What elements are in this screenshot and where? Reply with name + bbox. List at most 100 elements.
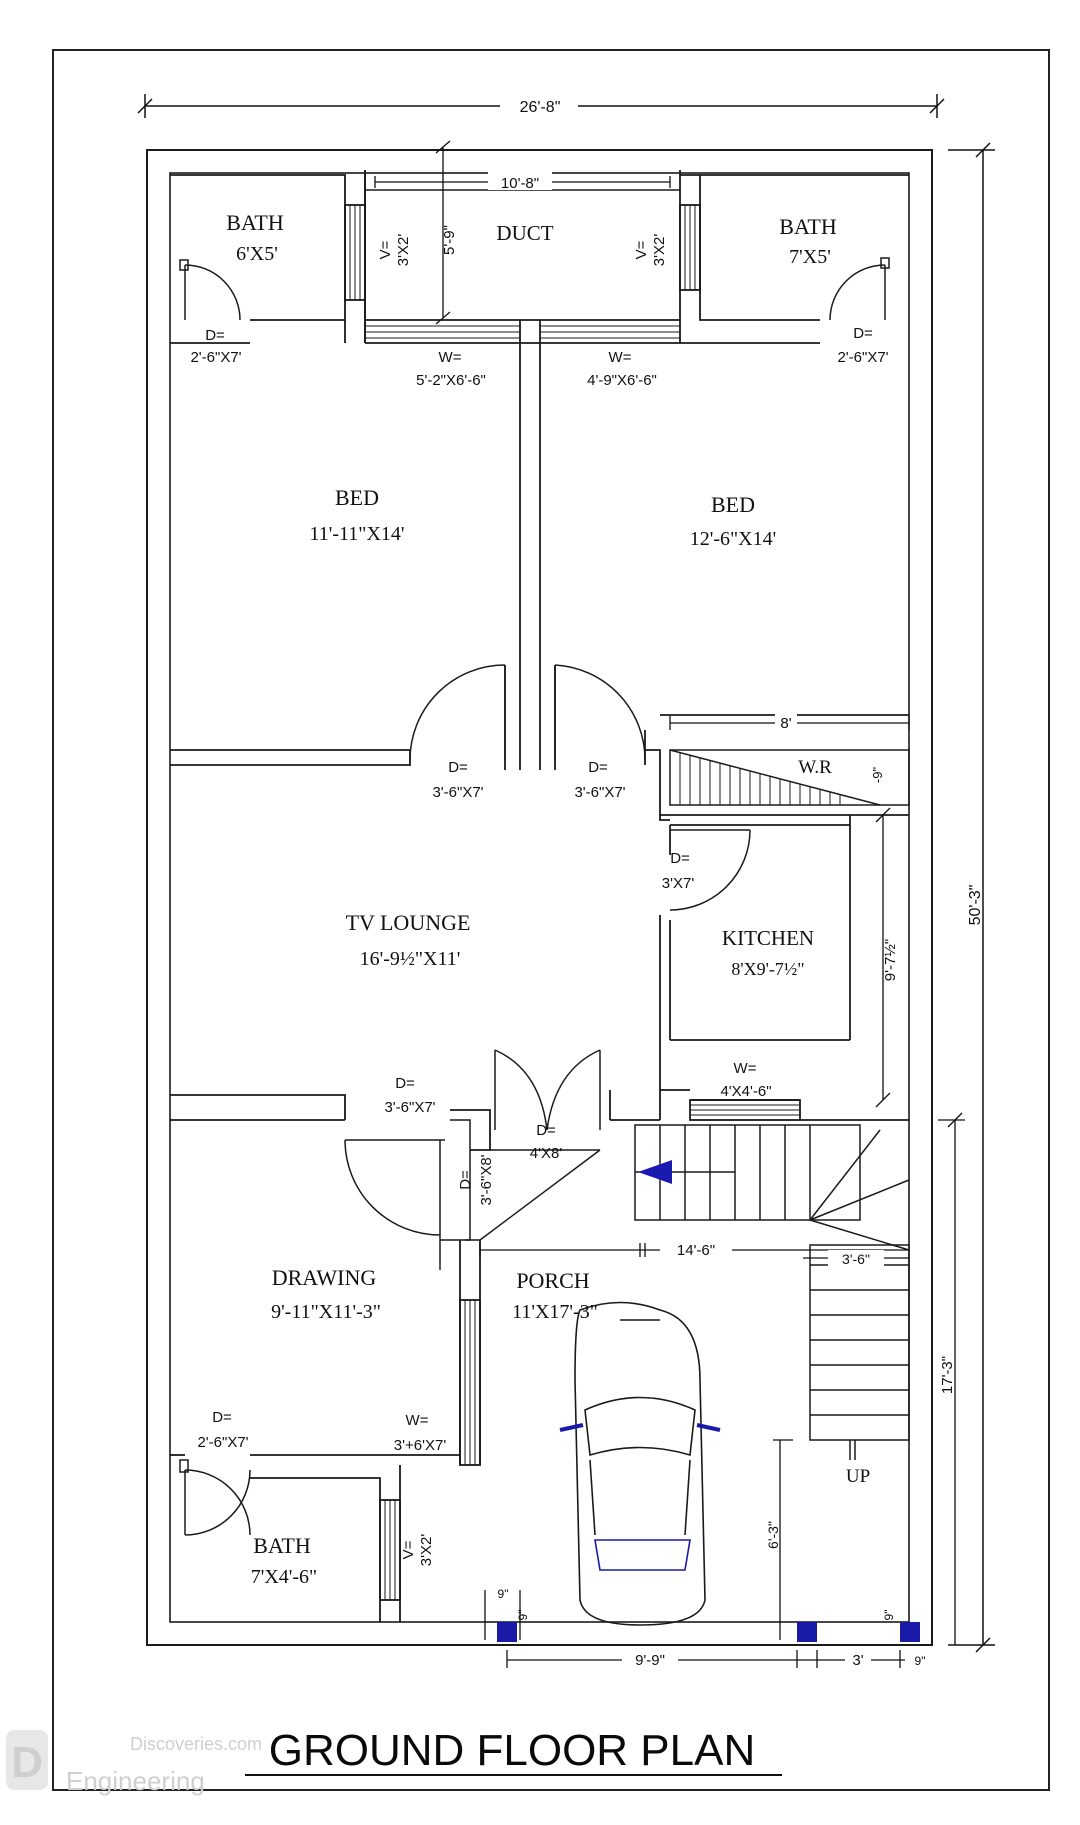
lounge-walls xyxy=(170,1090,661,1151)
wr-width-label: 8' xyxy=(780,715,791,732)
staircase xyxy=(634,1124,910,1460)
tv-lounge-name: TV LOUNGE xyxy=(346,910,471,935)
bed-left-size: 11'-11"X14' xyxy=(310,523,405,545)
window-label: 3'X2' xyxy=(418,1534,435,1567)
window-label: 5'-2"X6'-6" xyxy=(416,372,486,389)
column xyxy=(497,1622,517,1642)
watermark-logo-icon xyxy=(6,1730,48,1790)
car-symbol xyxy=(559,1301,721,1626)
door-label: D= xyxy=(853,325,873,342)
overall-depth-label: 50'-3" xyxy=(967,885,984,926)
wr-label: W.R xyxy=(798,757,832,778)
drawing-name: DRAWING xyxy=(272,1265,377,1290)
pillar-height-label: 6'-3" xyxy=(765,1521,781,1549)
kitchen-dimension xyxy=(875,807,891,1108)
window-label: 4'X4'-6" xyxy=(720,1083,771,1100)
bed-walls xyxy=(170,320,909,821)
bath-left-name: BATH xyxy=(226,210,284,235)
door-label: 3'X7' xyxy=(662,875,695,892)
door-label: 2'-6"X7' xyxy=(837,349,888,366)
drawing-walls xyxy=(170,1240,481,1622)
door-label: D= xyxy=(212,1409,232,1426)
stair-direction-arrow xyxy=(638,1160,672,1184)
window-label: W= xyxy=(406,1412,429,1429)
tv-lounge-size: 16'-9½"X11' xyxy=(360,948,461,970)
bed-right-door xyxy=(554,664,646,761)
bath-right-door xyxy=(829,257,890,321)
column xyxy=(797,1622,817,1642)
door-label: 3'-6"X7' xyxy=(432,784,483,801)
bed-right-name: BED xyxy=(711,492,755,517)
kitchen-height-label: 9'-7½" xyxy=(882,939,899,981)
door-label: D= xyxy=(457,1170,474,1190)
stair-width-label: 3'-6" xyxy=(842,1251,870,1267)
overall-width-label: 26'-8" xyxy=(520,99,561,116)
door-label: D= xyxy=(588,759,608,776)
main-entrance-door xyxy=(465,1049,601,1241)
bed-left-name: BED xyxy=(335,485,379,510)
porch-depth-label: 17'-3" xyxy=(939,1356,956,1394)
page-title: GROUND FLOOR PLAN xyxy=(269,1726,756,1775)
duct-label: DUCT xyxy=(496,221,553,245)
bottom-dimensions xyxy=(484,1590,905,1668)
window-label: W= xyxy=(734,1060,757,1077)
door-label: D= xyxy=(670,850,690,867)
window-label: 4'-9"X6'-6" xyxy=(587,372,657,389)
window-label: 3'X2' xyxy=(651,234,668,267)
column-dim-label: 9" xyxy=(498,1587,509,1601)
drawing-size: 9'-11"X11'-3" xyxy=(271,1301,381,1323)
inner-jamb xyxy=(439,1119,471,1270)
window-label: W= xyxy=(609,349,632,366)
bed-right-size: 12'-6"X14' xyxy=(690,528,776,550)
overall-depth-dimension xyxy=(948,142,995,1653)
watermark-line1: Discoveries.com xyxy=(130,1734,262,1754)
drawing-door xyxy=(344,1139,445,1240)
bath-bottom-door xyxy=(179,1459,251,1536)
bath-right-name: BATH xyxy=(779,214,837,239)
kitchen-size: 8'X9'-7½" xyxy=(731,959,804,979)
porch-size: 11'X17'-3" xyxy=(512,1301,598,1323)
bath-bottom-size: 7'X4'-6" xyxy=(251,1566,317,1588)
door-label: 4'X8' xyxy=(530,1145,563,1162)
window-label: V= xyxy=(633,240,650,259)
porch-name: PORCH xyxy=(516,1268,589,1293)
stair-up-label: UP xyxy=(846,1466,870,1487)
bottom-dim-b-label: 3' xyxy=(852,1652,863,1669)
bath-right-size: 7'X5' xyxy=(789,246,831,268)
door-label: D= xyxy=(448,759,468,776)
bath-left-size: 6'X5' xyxy=(236,243,278,265)
window-label: V= xyxy=(377,240,394,259)
bottom-dim-a-label: 9'-9" xyxy=(635,1652,665,1669)
watermark: D Discoveries.com Engineering xyxy=(6,1730,262,1796)
column-dim-label: 9" xyxy=(882,1610,896,1621)
door-label: 3'-6"X7' xyxy=(574,784,625,801)
kitchen-door xyxy=(669,829,751,911)
porch-width-label: 14'-6" xyxy=(677,1242,715,1259)
columns xyxy=(497,1622,920,1642)
duct-width-label: 10'-8" xyxy=(501,175,539,192)
kitchen-name: KITCHEN xyxy=(722,926,814,950)
door-label: D= xyxy=(536,1122,556,1139)
window-label: 3'+6'X7' xyxy=(394,1437,447,1454)
bath-left-door xyxy=(179,259,241,321)
window-label: V= xyxy=(400,1540,417,1559)
door-label: 2'-6"X7' xyxy=(197,1434,248,1451)
kitchen-walls xyxy=(659,814,909,1121)
door-label: 3'-6"X7' xyxy=(384,1099,435,1116)
window-label: 3'X2' xyxy=(395,234,412,267)
duct-height-label: 5'-9" xyxy=(441,225,458,255)
wr-height-label: -9" xyxy=(870,767,885,784)
bed-left-door xyxy=(409,664,506,761)
bath-right-walls xyxy=(679,174,909,344)
door-label: D= xyxy=(395,1075,415,1092)
column-dim-label: 9" xyxy=(915,1654,926,1668)
bath-bottom-name: BATH xyxy=(253,1533,311,1558)
watermark-logo-letter: D xyxy=(11,1738,43,1787)
door-label: 3'-6"X8' xyxy=(478,1154,495,1205)
door-label: 2'-6"X7' xyxy=(190,349,241,366)
watermark-line2: Engineering xyxy=(66,1766,205,1796)
door-label: D= xyxy=(205,327,225,344)
sheet-border xyxy=(52,49,1050,1791)
wr-closet xyxy=(669,749,910,806)
